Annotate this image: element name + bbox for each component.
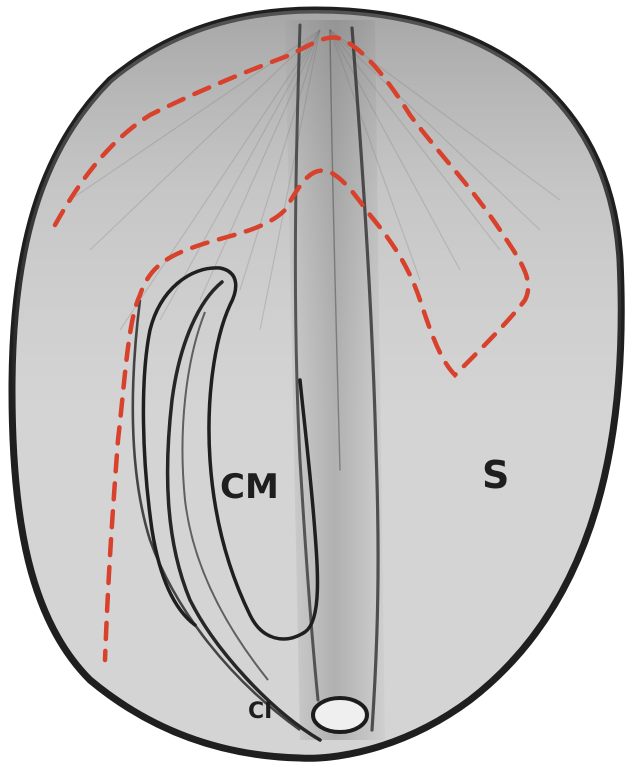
label-cm: CM (220, 467, 279, 507)
label-ci: CI (248, 699, 272, 724)
ci-opening (313, 698, 367, 732)
label-s: S (482, 453, 509, 497)
